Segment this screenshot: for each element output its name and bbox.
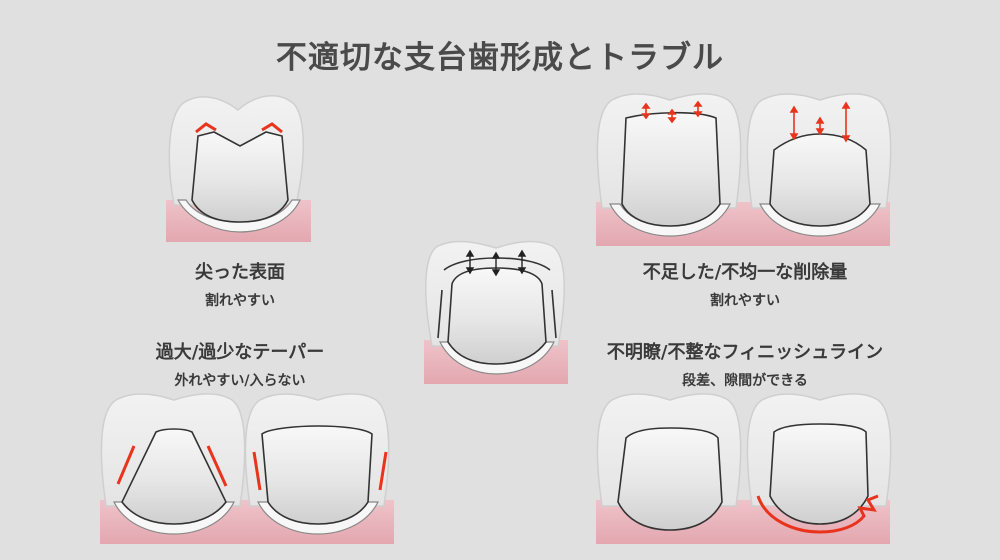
figure-sharp-surface	[166, 95, 311, 242]
caption-sharp-surface: 尖った表面 割れやすい	[140, 258, 340, 310]
caption-taper: 過大/過少なテーパー 外れやすい/入らない	[100, 338, 380, 390]
uneven-reduction-arrows	[641, 100, 703, 124]
caption-title: 不足した/不均一な削除量	[642, 262, 848, 283]
page-title: 不適切な支台歯形成とトラブル	[276, 40, 724, 76]
abutment-tooth	[617, 427, 723, 531]
caption-insufficient-reduction: 不足した/不均一な削除量 割れやすい	[580, 258, 910, 310]
irregular-finish-line-marker	[756, 494, 879, 534]
abutment-tooth	[261, 425, 373, 525]
caption-consequence: 外れやすい/入らない	[174, 373, 306, 389]
abutment-tooth	[191, 131, 289, 223]
caption-finish-line: 不明瞭/不整なフィニッシュライン 段差、隙間ができる	[570, 338, 920, 390]
caption-title: 尖った表面	[195, 262, 285, 283]
caption-title: 過大/過少なテーパー	[155, 342, 325, 363]
taper-marker-left	[252, 451, 262, 491]
figure-ideal-reduction	[424, 240, 568, 384]
caption-consequence: 段差、隙間ができる	[682, 373, 808, 389]
abutment-tooth	[769, 423, 869, 525]
figure-insufficient-reduction	[596, 93, 892, 246]
taper-marker-right	[378, 451, 388, 491]
abutment-tooth	[769, 133, 871, 227]
caption-title: 不明瞭/不整なフィニッシュライン	[606, 342, 884, 363]
abutment-tooth	[447, 267, 547, 365]
sharp-edge-marker-left	[195, 122, 217, 134]
sharp-edge-marker-right	[261, 122, 283, 134]
wall-thickness-line-right	[551, 289, 557, 339]
figure-finish-line	[596, 393, 892, 544]
taper-marker-left	[116, 445, 136, 485]
caption-consequence: 割れやすい	[710, 293, 780, 309]
uneven-reduction-arrows	[789, 101, 851, 143]
taper-marker-right	[206, 445, 228, 487]
caption-consequence: 割れやすい	[205, 293, 275, 309]
wall-thickness-line-left	[437, 289, 443, 339]
clearance-arrows	[465, 249, 527, 277]
abutment-tooth	[121, 428, 227, 525]
figure-taper	[100, 393, 394, 544]
abutment-tooth	[621, 111, 721, 227]
